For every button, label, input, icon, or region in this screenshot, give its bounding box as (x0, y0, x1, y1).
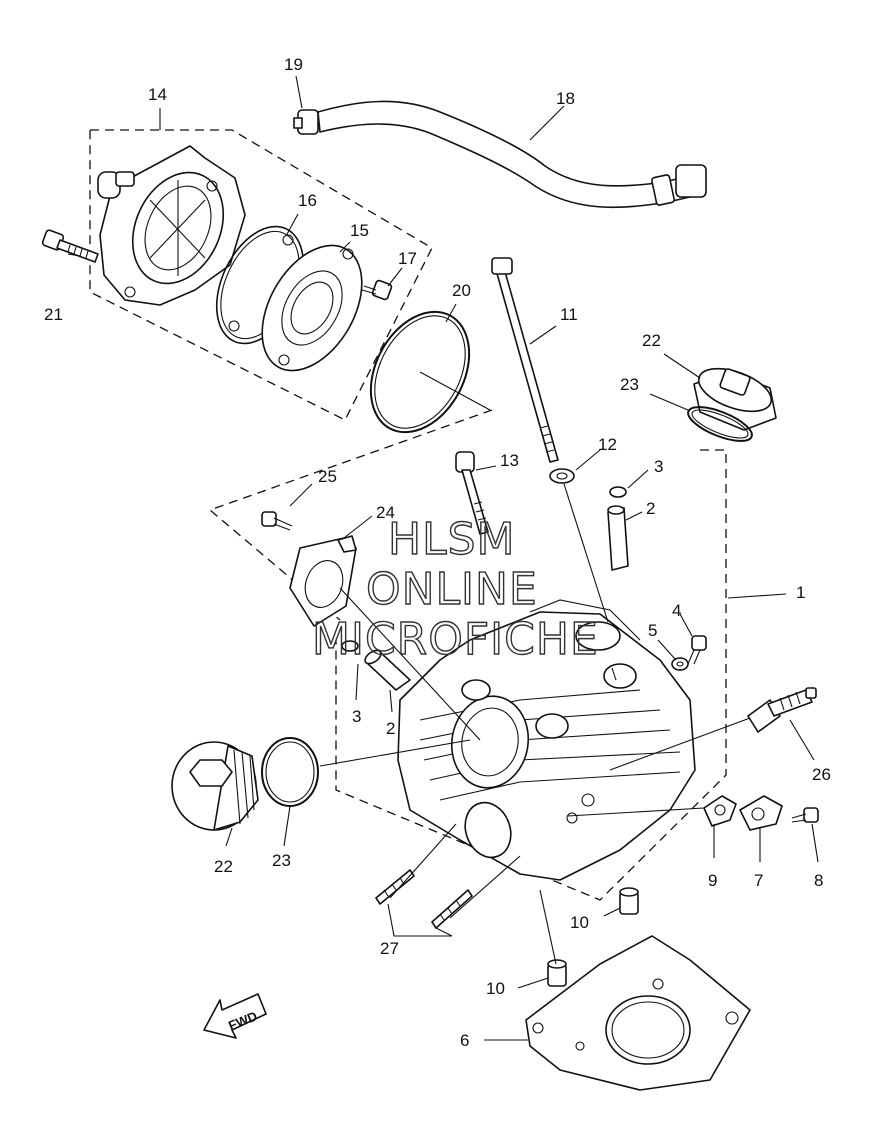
screw-8 (791, 807, 819, 823)
long-stud-bolt (491, 257, 559, 463)
intake-joint (289, 535, 357, 627)
callout-18: 18 (556, 89, 575, 108)
dowel-10-right (619, 887, 639, 915)
watermark-line-2: ONLINE (366, 564, 538, 615)
spark-plug (747, 687, 817, 733)
callout-5: 5 (648, 621, 657, 640)
fwd-arrow-icon: FWD (203, 993, 267, 1039)
breather-hose (317, 100, 707, 209)
cover-bolt (41, 229, 99, 263)
callout-15: 15 (350, 221, 369, 240)
callout-2-upper: 2 (646, 499, 655, 518)
callout-19: 19 (284, 55, 303, 74)
stud-bolt-27b (431, 889, 473, 929)
dowel-10-lower (547, 959, 567, 987)
callout-22-top: 22 (642, 331, 661, 350)
callout-9: 9 (708, 871, 717, 890)
tappet-cover-top (693, 367, 777, 431)
guide-2-upper (607, 505, 629, 571)
clip-3-upper (609, 486, 627, 498)
guide-2-lower (364, 649, 411, 691)
head-group-outline (335, 449, 727, 901)
callout-23-left: 23 (272, 851, 291, 870)
callout-4: 4 (672, 601, 681, 620)
screw-17 (361, 279, 393, 301)
plate-7 (739, 795, 783, 831)
callout-8: 8 (814, 871, 823, 890)
callout-10-right: 10 (570, 913, 589, 932)
callout-27: 27 (380, 939, 399, 958)
callout-17: 17 (398, 249, 417, 268)
callout-23-top: 23 (620, 375, 639, 394)
callout-3-lower: 3 (352, 707, 361, 726)
cylinder-head-side-cover (97, 145, 246, 306)
o-ring-left (261, 737, 319, 807)
callout-1: 1 (796, 583, 805, 602)
callout-24: 24 (376, 503, 395, 522)
callout-13: 13 (500, 451, 519, 470)
callout-16: 16 (298, 191, 317, 210)
breather-plate (261, 244, 363, 372)
callout-6: 6 (460, 1031, 469, 1050)
watermark-line-1: HLSM (388, 514, 516, 565)
watermark-line-3: MICROFICHE (312, 614, 599, 665)
callout-20: 20 (452, 281, 471, 300)
washer-12 (549, 468, 575, 484)
clip-3-lower (341, 640, 359, 652)
watermark: HLSM ONLINE MICROFICHE (311, 513, 599, 665)
bolt-25 (261, 511, 293, 531)
callout-2-lower: 2 (386, 719, 395, 738)
hose-clamp (293, 109, 319, 135)
callout-26: 26 (812, 765, 831, 784)
callout-10-lower: 10 (486, 979, 505, 998)
leader-lines (67, 75, 819, 1041)
cover-group-outline (89, 129, 433, 421)
callout-14: 14 (148, 85, 167, 104)
o-ring-top (687, 406, 753, 442)
stud-bolt-27a (375, 869, 415, 905)
callout-11: 11 (560, 305, 578, 324)
small-gasket-9 (703, 795, 737, 827)
callout-3-upper: 3 (654, 457, 663, 476)
callout-labels: 1 2 2 3 3 4 5 6 7 8 9 10 10 11 12 13 14 … (44, 55, 831, 1050)
callout-12: 12 (598, 435, 617, 454)
bolt-4 (687, 635, 707, 665)
callout-22-left: 22 (214, 857, 233, 876)
washer-5 (671, 657, 689, 671)
callout-7: 7 (754, 871, 763, 890)
head-bolt-13 (455, 451, 489, 535)
tappet-cover-left (171, 741, 259, 831)
cylinder-gasket (525, 935, 751, 1091)
callout-25: 25 (318, 467, 337, 486)
callout-21: 21 (44, 305, 63, 324)
